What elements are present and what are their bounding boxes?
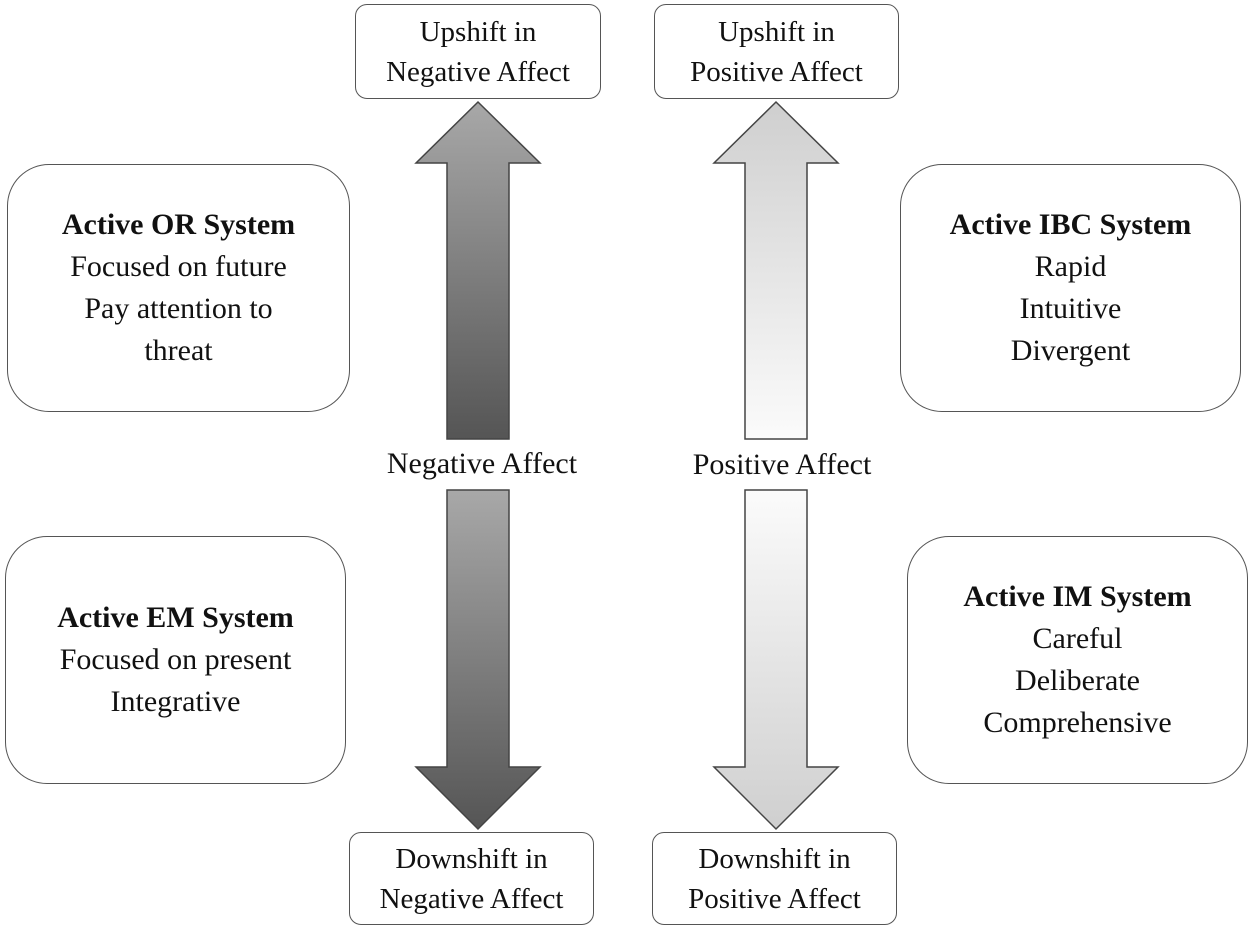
- negative-affect-label: Negative Affect: [386, 447, 578, 480]
- or-system-line: Pay attention to: [84, 292, 273, 325]
- ibc-system-line: Divergent: [1010, 334, 1131, 367]
- em-system-title: Active EM System: [57, 601, 294, 634]
- negative-upshift-arrow: [414, 100, 542, 440]
- upshift-positive-line2: Positive Affect: [690, 55, 863, 88]
- downshift-negative-affect-box: Downshift in Negative Affect: [349, 832, 594, 925]
- upshift-negative-line2: Negative Affect: [386, 55, 570, 88]
- downshift-negative-line2: Negative Affect: [379, 882, 564, 915]
- upshift-negative-line1: Upshift in: [419, 15, 537, 48]
- or-system-line: threat: [144, 334, 213, 367]
- positive-upshift-arrow: [712, 100, 840, 440]
- downshift-positive-line2: Positive Affect: [688, 882, 861, 915]
- or-system-title: Active OR System: [61, 208, 296, 241]
- ibc-system-title: Active IBC System: [949, 208, 1192, 241]
- positive-affect-label: Positive Affect: [692, 448, 872, 481]
- active-im-system-box: Active IM System Careful Deliberate Comp…: [907, 536, 1248, 784]
- upshift-positive-affect-box: Upshift in Positive Affect: [654, 4, 899, 99]
- im-system-line: Comprehensive: [983, 706, 1172, 739]
- em-system-line: Integrative: [110, 685, 241, 718]
- downshift-negative-line1: Downshift in: [395, 842, 548, 875]
- active-ibc-system-box: Active IBC System Rapid Intuitive Diverg…: [900, 164, 1241, 412]
- or-system-line: Focused on future: [70, 250, 287, 283]
- negative-downshift-arrow: [414, 489, 542, 831]
- active-or-system-box: Active OR System Focused on future Pay a…: [7, 164, 350, 412]
- downshift-positive-line1: Downshift in: [698, 842, 851, 875]
- em-system-line: Focused on present: [59, 643, 292, 676]
- upshift-positive-line1: Upshift in: [718, 15, 835, 48]
- active-em-system-box: Active EM System Focused on present Inte…: [5, 536, 346, 784]
- ibc-system-line: Rapid: [1034, 250, 1107, 283]
- positive-downshift-arrow: [712, 489, 840, 831]
- im-system-line: Careful: [1032, 622, 1123, 655]
- upshift-negative-affect-box: Upshift in Negative Affect: [355, 4, 601, 99]
- im-system-line: Deliberate: [1015, 664, 1140, 697]
- ibc-system-line: Intuitive: [1019, 292, 1122, 325]
- downshift-positive-affect-box: Downshift in Positive Affect: [652, 832, 897, 925]
- im-system-title: Active IM System: [963, 580, 1192, 613]
